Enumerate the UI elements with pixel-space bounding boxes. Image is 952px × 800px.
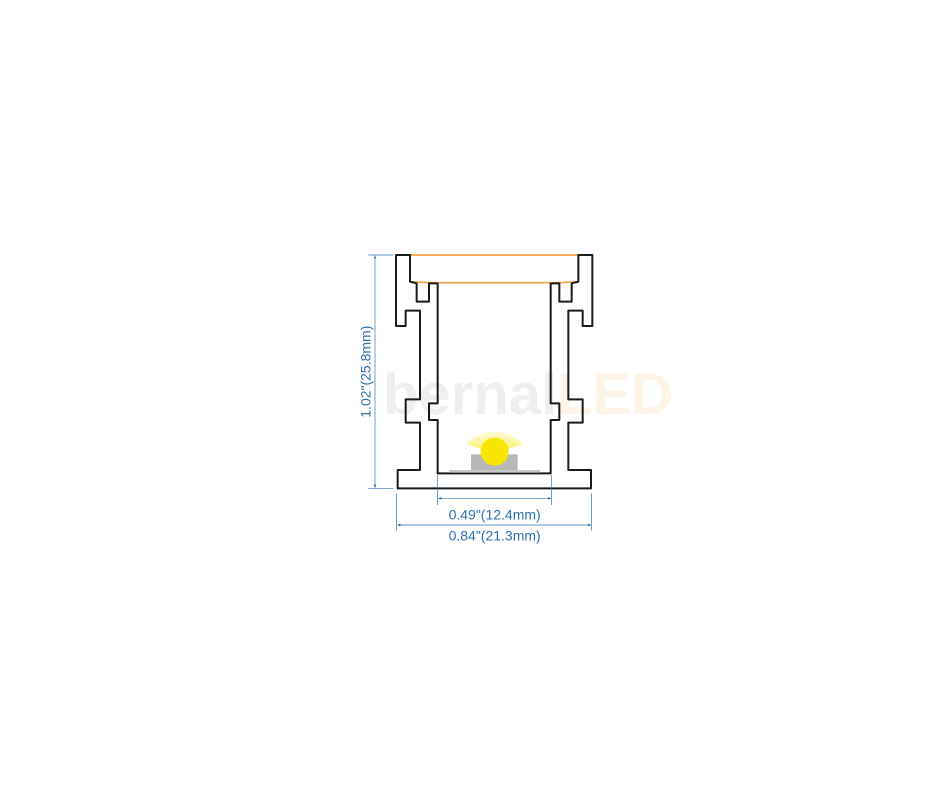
profile-diagram: 1.02"(25.8mm) 0.49"(12.4mm) 0.84"(21.3mm… (360, 254, 594, 544)
watermark-logo: bernalLED (383, 362, 673, 428)
dimension-lines (368, 254, 592, 531)
watermark-part2: LED (557, 362, 674, 427)
aluminum-profile-outline (395, 254, 594, 490)
led-dome (480, 437, 509, 466)
height-dimension-label: 1.02"(25.8mm) (360, 326, 374, 418)
diffuser-cover (409, 254, 580, 284)
led-strip (449, 431, 540, 473)
watermark-part1: bernal (383, 362, 558, 427)
inner-width-dimension-label: 0.49"(12.4mm) (449, 506, 541, 522)
outer-width-dimension-label: 0.84"(21.3mm) (449, 528, 541, 544)
